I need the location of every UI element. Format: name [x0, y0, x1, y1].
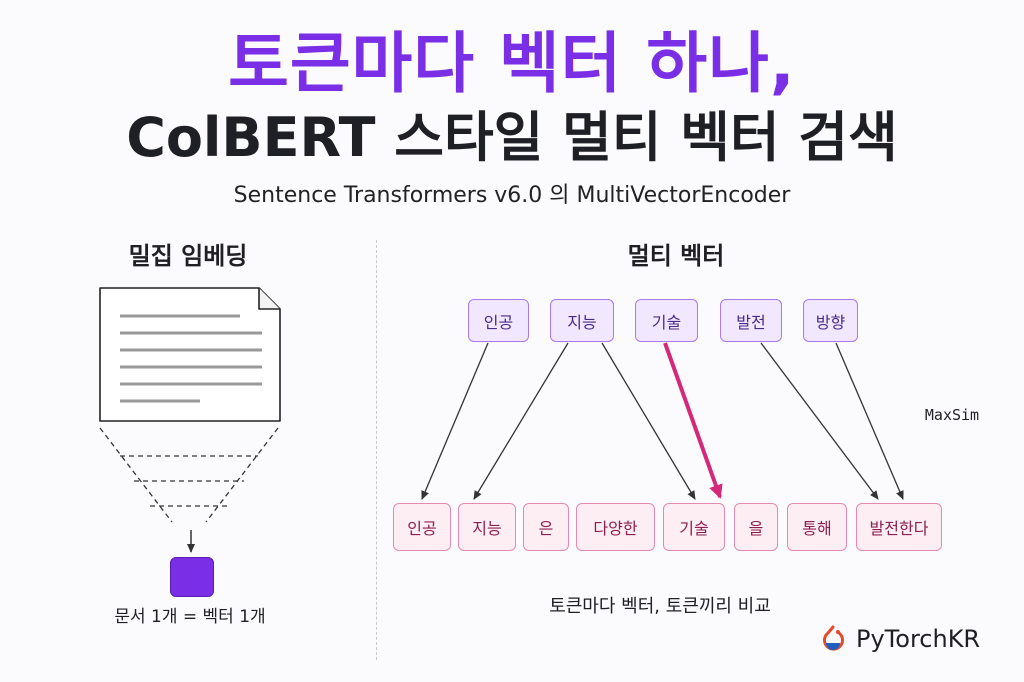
- doc-token: 인공: [393, 503, 451, 551]
- doc-token: 기술: [663, 503, 725, 551]
- multi-vector-heading: 멀티 벡터: [627, 242, 725, 270]
- query-token: 발전: [720, 299, 782, 342]
- multi-vector-caption: 토큰마다 벡터, 토큰끼리 비교: [549, 596, 771, 617]
- query-token: 기술: [635, 299, 698, 342]
- query-token: 인공: [468, 299, 529, 342]
- maxsim-label: MaxSim: [924, 406, 980, 424]
- maxsim-arrow: [835, 342, 904, 500]
- maxsim-arrow: [421, 342, 489, 500]
- main-title-line2: ColBERT 스타일 멀티 벡터 검색: [126, 106, 898, 169]
- dense-embedding-heading: 밀집 임베딩: [128, 242, 248, 270]
- logo-text: PyTorchKR: [856, 625, 981, 653]
- doc-token: 은: [523, 503, 569, 551]
- doc-token: 발전한다: [856, 503, 942, 551]
- doc-token: 지능: [458, 503, 516, 551]
- compression-funnel: [99, 427, 279, 523]
- maxsim-arrow: [760, 342, 879, 500]
- maxsim-arrows: [421, 342, 904, 500]
- document-icon: [99, 287, 281, 422]
- doc-token: 을: [734, 503, 778, 551]
- highlight-arrow: [663, 342, 723, 499]
- maxsim-arrow: [473, 342, 569, 500]
- section-divider: [376, 240, 377, 660]
- query-token: 방향: [803, 299, 858, 342]
- doc-token: 다양한: [576, 503, 655, 551]
- maxsim-arrow: [601, 342, 696, 500]
- subtitle: Sentence Transformers v6.0 의 MultiVector…: [233, 183, 791, 208]
- single-vector-square: [170, 557, 214, 597]
- query-token: 지능: [550, 299, 614, 342]
- pytorch-flame-icon: [823, 625, 844, 651]
- main-title-line1: 토큰마다 벡터 하나,: [228, 25, 796, 102]
- doc-token: 통해: [787, 503, 847, 551]
- dense-caption: 문서 1개 = 벡터 1개: [114, 607, 266, 627]
- pytorchkr-logo: PyTorchKR: [818, 619, 1008, 659]
